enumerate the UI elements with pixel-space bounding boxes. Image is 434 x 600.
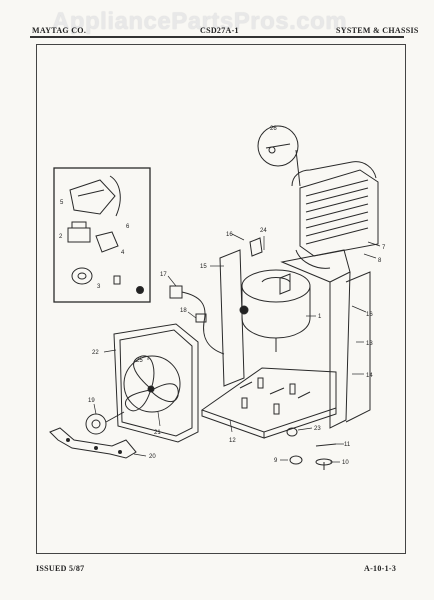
condenser-coil bbox=[291, 161, 379, 269]
header-brand: MAYTAG CO. bbox=[32, 26, 87, 35]
base-pan bbox=[200, 367, 337, 439]
callout-18: 18 bbox=[180, 308, 187, 314]
callout-19: 19 bbox=[88, 398, 95, 404]
mounting-bracket bbox=[49, 427, 137, 459]
callout-12: 12 bbox=[229, 438, 236, 444]
callout-6: 6 bbox=[126, 224, 130, 230]
inset-fan-motor-detail bbox=[53, 167, 151, 303]
leader-lines bbox=[93, 233, 381, 463]
callout-16b: 16 bbox=[366, 312, 373, 318]
callout-21: 21 bbox=[154, 430, 161, 436]
callout-numbers: 1 2 3 4 5 6 7 8 9 10 11 12 13 14 15 16 1… bbox=[59, 126, 386, 466]
callout-13: 13 bbox=[366, 341, 373, 347]
callout-2: 2 bbox=[59, 234, 63, 240]
callout-17: 17 bbox=[160, 272, 167, 278]
fan-motor bbox=[85, 411, 125, 435]
callout-16a: 16 bbox=[226, 232, 233, 238]
callout-14: 14 bbox=[366, 373, 373, 379]
callout-11: 11 bbox=[344, 442, 351, 448]
header-model: CSD27A-1 bbox=[200, 26, 239, 35]
callout-23: 23 bbox=[314, 426, 321, 432]
detail-bubble-26 bbox=[257, 125, 301, 187]
callout-5: 5 bbox=[60, 200, 64, 206]
callout-10: 10 bbox=[342, 460, 349, 466]
issued-date: ISSUED 5/87 bbox=[36, 564, 85, 573]
relay-and-harness bbox=[169, 285, 225, 355]
callout-7: 7 bbox=[382, 245, 386, 251]
compressor bbox=[239, 269, 311, 352]
diagram-frame bbox=[36, 44, 406, 554]
callout-25: 25 bbox=[136, 358, 143, 364]
cabinet-panels bbox=[219, 249, 371, 429]
callout-26: 26 bbox=[270, 126, 277, 132]
callout-8: 8 bbox=[378, 258, 382, 264]
callout-20: 20 bbox=[149, 454, 156, 460]
callout-1: 1 bbox=[318, 314, 322, 320]
fan-shroud bbox=[113, 323, 199, 443]
header-rule bbox=[30, 36, 404, 38]
fan-blade bbox=[124, 355, 179, 412]
callout-4: 4 bbox=[121, 250, 125, 256]
callout-15: 15 bbox=[200, 264, 207, 270]
hardware-parts bbox=[249, 237, 337, 470]
callout-3: 3 bbox=[97, 284, 101, 290]
header-section: SYSTEM & CHASSIS bbox=[336, 26, 419, 35]
callout-22: 22 bbox=[92, 350, 99, 356]
watermark: AppliancePartsPros.com bbox=[52, 8, 348, 35]
page-code: A-10-1-3 bbox=[364, 564, 397, 573]
callout-24: 24 bbox=[260, 228, 267, 234]
callout-9: 9 bbox=[274, 458, 278, 464]
